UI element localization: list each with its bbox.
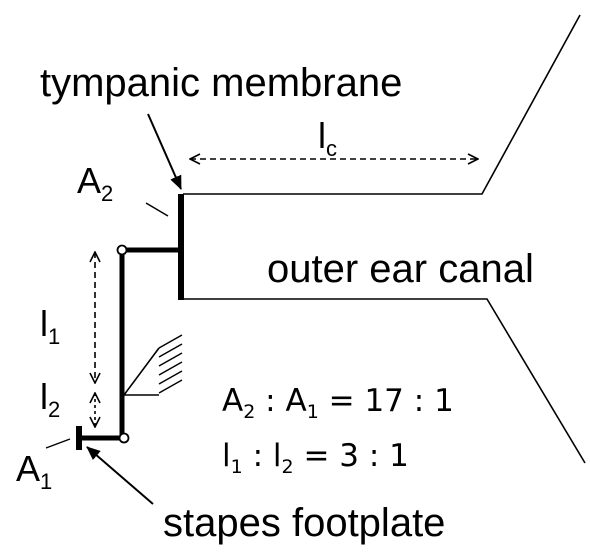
eq2-sep: : bbox=[243, 438, 273, 474]
dimension-arrows bbox=[95, 159, 478, 427]
a1-label: A1 bbox=[16, 448, 52, 494]
l2-subscript: 2 bbox=[48, 397, 60, 422]
l2-label: l2 bbox=[40, 376, 60, 422]
lc-label: lc bbox=[318, 115, 337, 161]
a2-leader-line bbox=[145, 202, 169, 217]
tympanic-membrane-label: tympanic membrane bbox=[40, 61, 402, 105]
a2-label: A2 bbox=[77, 160, 113, 206]
eq2-b: l bbox=[273, 438, 282, 474]
tympanic-pointer-arrow bbox=[147, 113, 182, 190]
outer-ear-canal-label: outer ear canal bbox=[267, 247, 534, 291]
eq2-a: l bbox=[222, 438, 231, 474]
eq1-b: A bbox=[285, 383, 306, 419]
l2-base: l bbox=[40, 376, 48, 417]
a1-leader-line bbox=[45, 438, 71, 449]
lower-joint bbox=[118, 432, 130, 444]
stapes-footplate-label: stapes footplate bbox=[163, 501, 445, 545]
pivot-support bbox=[122, 334, 183, 396]
lever-ratio-equation: l1 : l2 = 3 : 1 bbox=[222, 438, 409, 478]
eq1-a: A bbox=[222, 383, 243, 419]
lc-base: l bbox=[318, 115, 326, 156]
canal-upper-wall bbox=[183, 14, 581, 195]
ossicle-lever bbox=[78, 244, 181, 444]
eq2-b-sub: 2 bbox=[282, 456, 294, 478]
a1-base: A bbox=[16, 448, 40, 489]
pivot-triangle bbox=[122, 347, 160, 396]
upper-joint bbox=[116, 244, 128, 256]
l1-subscript: 1 bbox=[48, 324, 60, 349]
a1-subscript: 1 bbox=[40, 469, 52, 494]
l1-base: l bbox=[40, 303, 48, 344]
eq1-sep: : bbox=[255, 383, 285, 419]
eq1-a-sub: 2 bbox=[243, 401, 255, 423]
a2-subscript: 2 bbox=[101, 181, 113, 206]
stapes-pointer-arrow bbox=[86, 446, 154, 505]
eq2-rest: = 3 : 1 bbox=[294, 438, 409, 474]
a2-base: A bbox=[77, 160, 101, 201]
eq2-a-sub: 1 bbox=[231, 456, 243, 478]
ear-canal-walls bbox=[183, 14, 586, 464]
eq1-rest: = 17 : 1 bbox=[319, 383, 454, 419]
eq1-b-sub: 1 bbox=[307, 401, 319, 423]
area-ratio-equation: A2 : A1 = 17 : 1 bbox=[222, 383, 454, 423]
l1-label: l1 bbox=[40, 303, 60, 349]
canal-lower-wall bbox=[183, 298, 586, 464]
lc-subscript: c bbox=[326, 136, 337, 161]
